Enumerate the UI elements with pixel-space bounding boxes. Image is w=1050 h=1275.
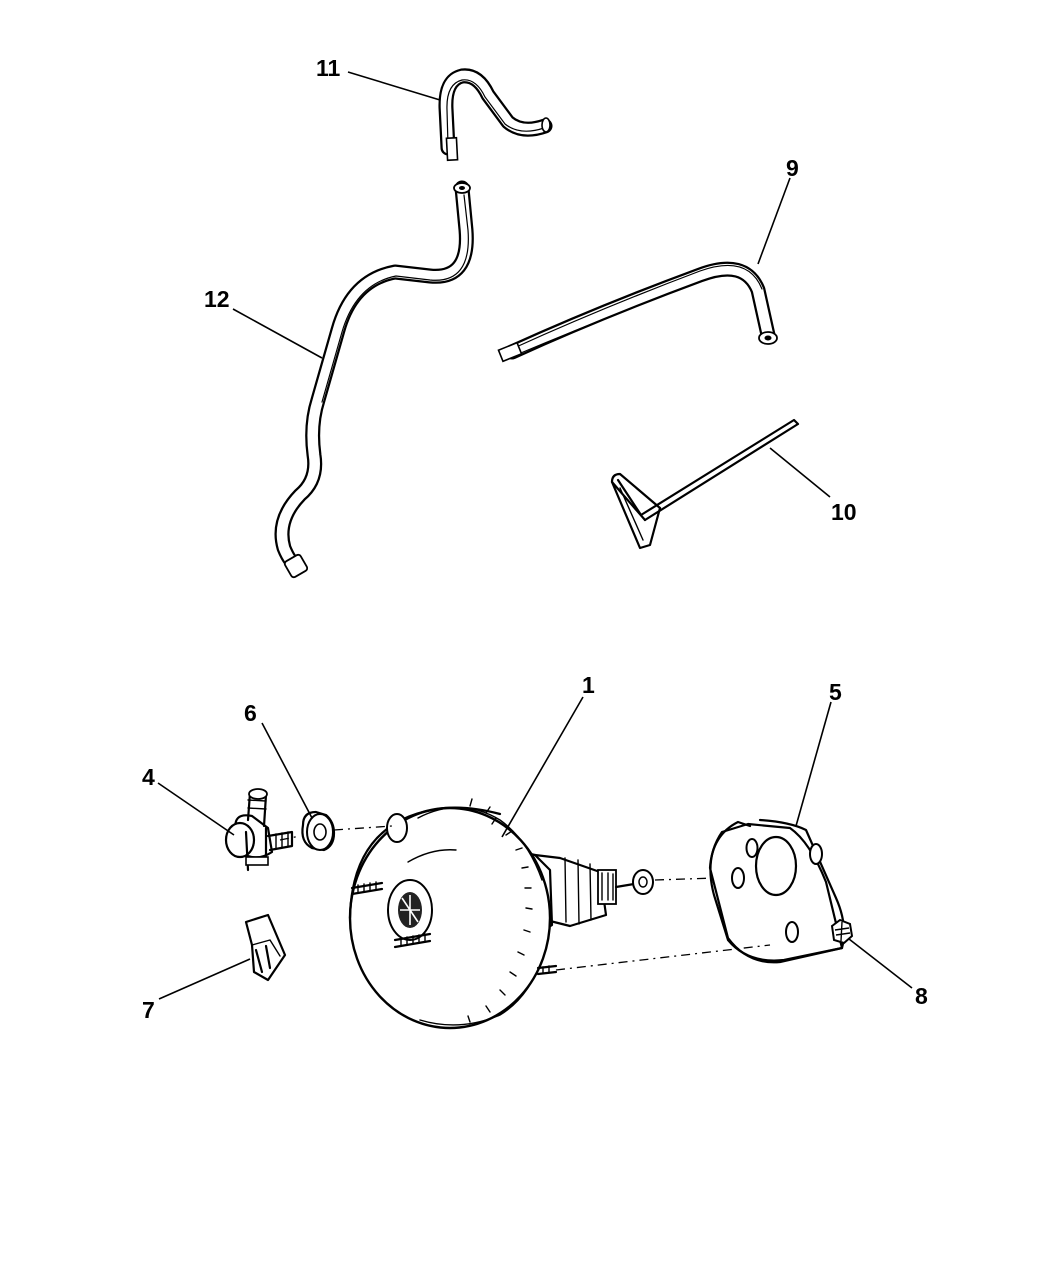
callout-7: 7: [142, 997, 155, 1023]
callout-5: 5: [829, 679, 842, 705]
part-11-hose[interactable]: [438, 68, 553, 162]
part-1-brake-booster[interactable]: [348, 798, 654, 1030]
callout-4: 4: [142, 764, 155, 790]
part-6-grommet[interactable]: [301, 810, 336, 852]
callout-1: 1: [582, 672, 595, 698]
part-4-check-valve[interactable]: [224, 788, 294, 872]
callout-8: 8: [915, 983, 928, 1009]
callout-11: 11: [316, 55, 341, 81]
leader-lines: [157, 71, 913, 1000]
part-7-clip[interactable]: [244, 913, 287, 982]
part-9-hose[interactable]: [497, 261, 778, 363]
callout-10: 10: [831, 499, 857, 525]
callout-12: 12: [204, 286, 230, 312]
part-8-nut[interactable]: [830, 918, 854, 945]
callout-labels: 11 9 12 10 1 5 6 4 7 8: [142, 55, 928, 1023]
callout-6: 6: [244, 700, 257, 726]
part-10-rod[interactable]: [610, 418, 800, 550]
part-12-hose[interactable]: [274, 180, 474, 579]
assembly-centerlines: [279, 825, 771, 971]
callout-9: 9: [786, 155, 799, 181]
part-5-gasket[interactable]: [708, 818, 846, 964]
